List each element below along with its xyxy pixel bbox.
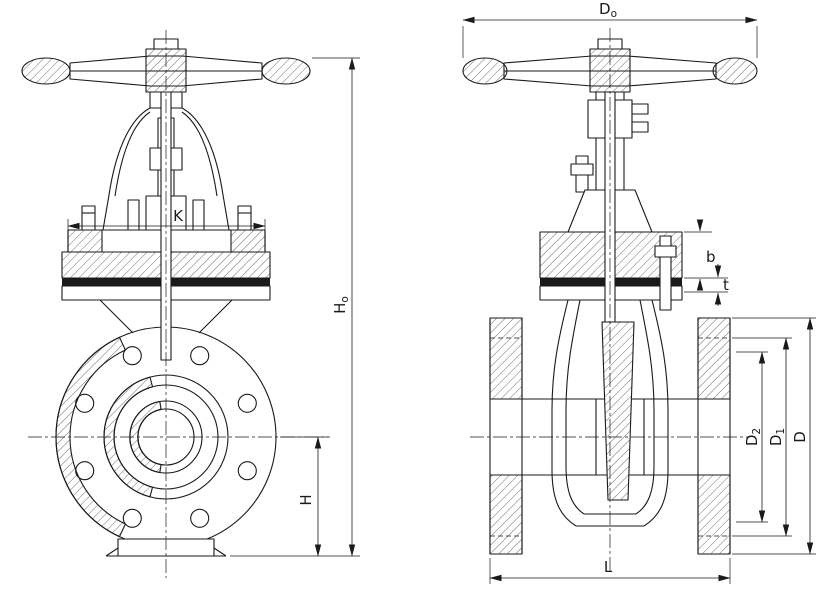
dim-Ho: Ho [230,57,360,557]
dim-H: H [280,436,328,557]
bonnet-stud-side [659,235,672,311]
dim-label-Do: Do [599,0,617,20]
dim-label-D2: D2 [743,428,763,446]
dim-label-b: b [706,248,716,266]
pipe-flange-right [697,317,731,555]
dim-label-L: L [604,558,613,576]
dim-label-H: H [297,494,315,505]
dim-L: L [489,558,731,584]
dim-D1: D1 [732,337,792,537]
dim-label-K: K [173,207,184,225]
dim-D2: D2 [736,351,768,523]
dim-t: t [684,264,729,306]
dim-label-D: D [791,431,809,443]
bolt-holes-front [75,346,257,528]
gate-disc [601,321,635,501]
dim-Do: Do [462,0,758,58]
centerlines [28,28,748,578]
side-view [462,38,758,555]
pipe-flange-left [489,317,523,555]
dim-D: D [732,317,816,555]
dim-label-D1: D1 [767,428,787,446]
dim-label-t: t [723,276,729,294]
dim-b: b [684,219,728,291]
dim-K: K [67,207,266,230]
dim-label-Ho: Ho [331,296,351,314]
